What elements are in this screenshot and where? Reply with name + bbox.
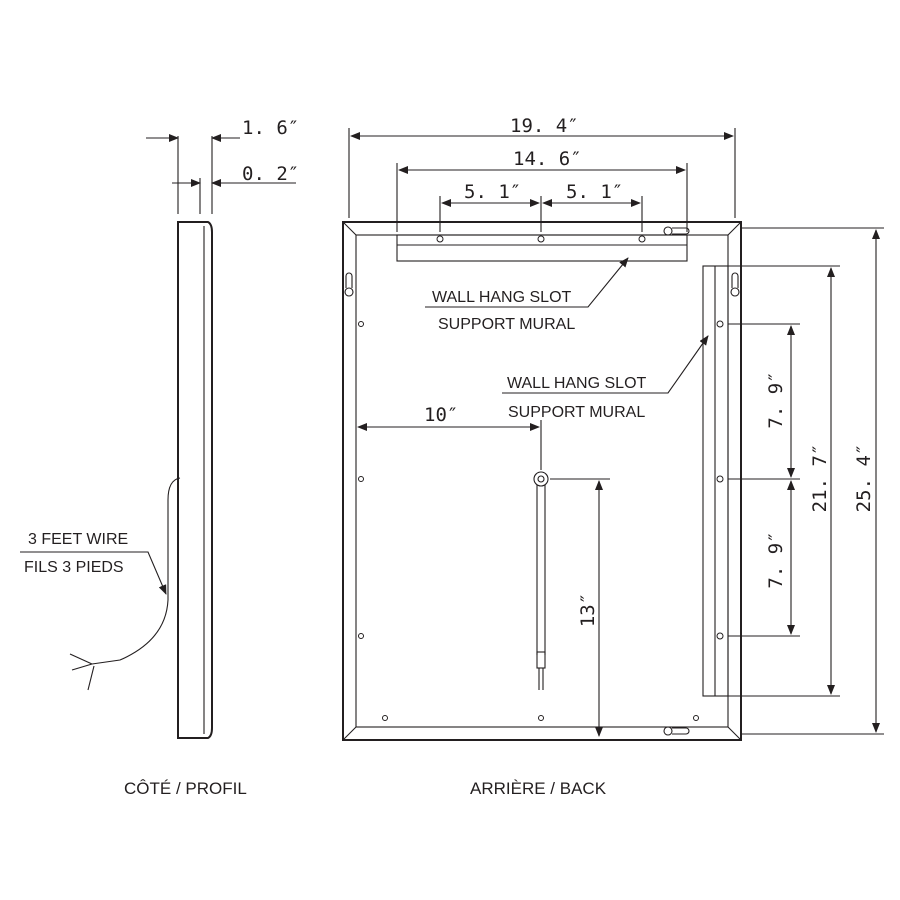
back-frame-inner [355, 234, 729, 728]
frame-screw [538, 715, 544, 721]
corner-miter-tr [727, 221, 742, 236]
top-slot-label-en: WALL HANG SLOT [432, 289, 572, 306]
top-slot-label-fr: SUPPORT MURAL [438, 316, 575, 333]
keyhole-slot-left [344, 272, 354, 297]
side-slot-label-fr: SUPPORT MURAL [508, 404, 645, 421]
side-view: 1. 6″ 0. 2″ 3 FEET WIRE FILS 3 PIEDS CÔT… [20, 117, 299, 798]
wire-leader-line [20, 551, 167, 595]
rail-hole-right [638, 235, 646, 243]
side-rail-hole-middle [716, 475, 724, 483]
wire-label-en: 3 FEET WIRE [28, 531, 128, 548]
rail-hole-center [537, 235, 545, 243]
wire-label-fr: FILS 3 PIEDS [24, 559, 124, 576]
keyhole-slot-top [663, 226, 690, 236]
corner-miter-br [727, 726, 742, 741]
top-hang-rail [396, 234, 688, 262]
corner-miter-tl [342, 221, 357, 236]
keyhole-slot-right [730, 272, 740, 297]
hole-spacing-right-text: 5. 1″ [566, 181, 623, 203]
side-profile-outline [177, 221, 213, 739]
frame-screw [382, 715, 388, 721]
frame-screw [358, 321, 364, 327]
overall-height-text: 25. 4″ [853, 444, 875, 513]
wire-outlet [533, 471, 549, 690]
power-wire-strand-1 [69, 653, 93, 665]
side-view-caption: CÔTÉ / PROFIL [124, 779, 247, 798]
side-rail-hole-bottom [716, 632, 724, 640]
back-frame-outer [342, 221, 742, 741]
side-slot-leader-line [502, 335, 709, 394]
side-slot-length-text: 21. 7″ [809, 444, 831, 513]
frame-screw [358, 633, 364, 639]
side-hole-lower-text: 7. 9″ [765, 531, 787, 588]
rail-hole-left [436, 235, 444, 243]
side-hole-upper-text: 7. 9″ [765, 371, 787, 428]
corner-miter-bl [342, 726, 357, 741]
frame-screw [693, 715, 699, 721]
side-slot-label-en: WALL HANG SLOT [507, 375, 647, 392]
top-slot-leader-line [425, 257, 629, 308]
power-wire-strand-3 [87, 665, 95, 691]
depth-dimension-text: 1. 6″ [242, 117, 299, 139]
back-view-caption: ARRIÈRE / BACK [470, 779, 607, 798]
wire-drop-text: 13″ [577, 593, 599, 627]
power-wire-strand-2 [71, 663, 93, 671]
side-rail-hole-top [716, 320, 724, 328]
frame-screw [358, 476, 364, 482]
back-view: 19. 4″ 14. 6″ 5. 1″ 5. 1″ WALL HANG SLOT… [342, 115, 884, 798]
overall-width-text: 19. 4″ [510, 115, 579, 137]
power-wire [91, 477, 181, 665]
wire-offset-text: 10″ [424, 404, 458, 426]
slot-span-text: 14. 6″ [513, 148, 582, 170]
keyhole-slot-bottom [663, 726, 690, 736]
hole-spacing-left-text: 5. 1″ [464, 181, 521, 203]
frame-dimension-text: 0. 2″ [242, 163, 299, 185]
